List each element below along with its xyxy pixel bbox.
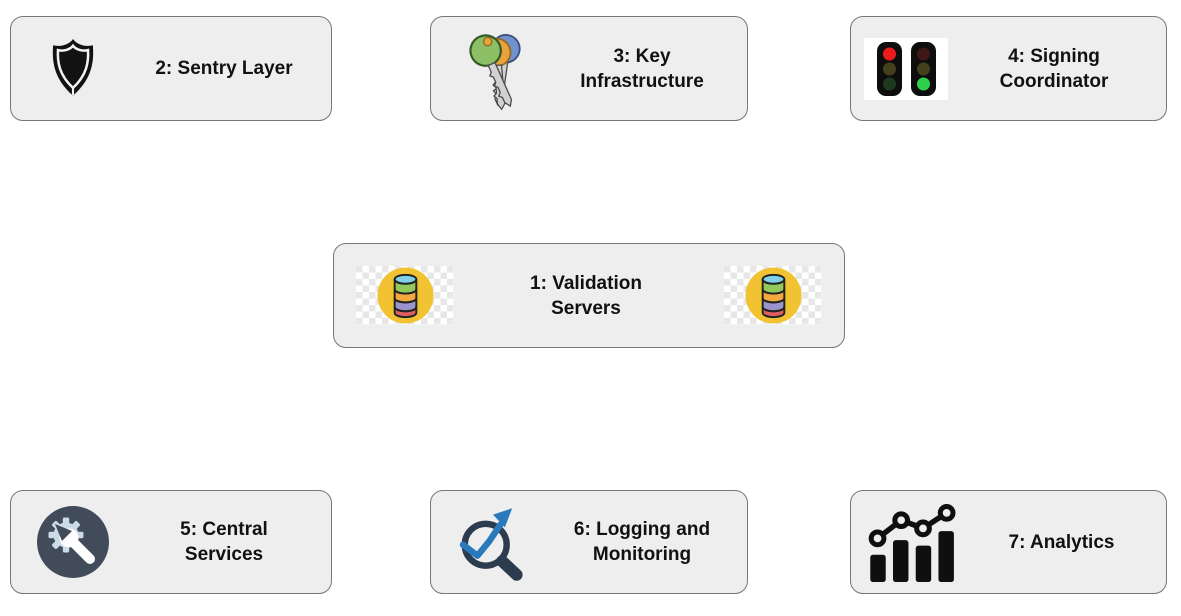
shield-icon — [23, 33, 123, 105]
node-sentry-layer: 2: Sentry Layer — [10, 16, 332, 121]
node-central-services: 5: Central Services — [10, 490, 332, 594]
database-icon — [356, 266, 454, 325]
magnifier-trend-icon — [443, 499, 543, 585]
node-label: 3: Key Infrastructure — [580, 45, 704, 92]
node-label: 1: Validation Servers — [530, 272, 642, 319]
node-label: 6: Logging and Monitoring — [573, 519, 711, 565]
node-logging-monitoring: 6: Logging and Monitoring — [430, 490, 748, 594]
node-analytics: 7: Analytics — [850, 490, 1167, 594]
gear-wrench-icon — [23, 504, 123, 580]
node-signing-coordinator: 4: Signing Coordinator — [850, 16, 1167, 121]
node-label: 7: Analytics — [1008, 531, 1115, 553]
node-label: 5: Central Services — [180, 519, 268, 565]
node-key-infrastructure: 3: Key Infrastructure — [430, 16, 748, 121]
keys-icon — [443, 23, 543, 115]
bar-chart-icon — [863, 499, 963, 585]
database-icon — [724, 266, 822, 325]
node-label: 2: Sentry Layer — [155, 58, 293, 79]
traffic-lights-icon — [864, 37, 948, 100]
node-validation-servers: 1: Validation Servers — [333, 243, 845, 348]
node-label: 4: Signing Coordinator — [999, 45, 1109, 92]
